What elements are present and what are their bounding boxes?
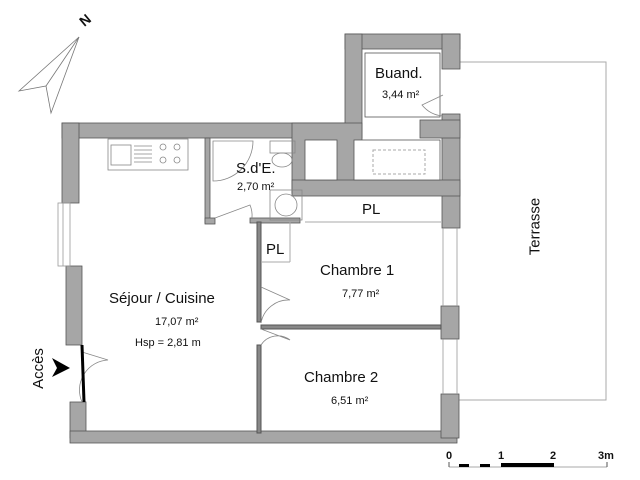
room-chambre2-area: 6,51 m² [331, 395, 369, 407]
scale-bar [448, 462, 608, 468]
room-chambre1-name: Chambre 1 [320, 262, 395, 279]
room-pl-1: PL [362, 201, 381, 218]
scale-tick-0: 0 [446, 450, 453, 462]
room-sde-area: 2,70 m² [237, 181, 275, 193]
toilet-icon [269, 140, 296, 154]
shower-icon [212, 140, 254, 182]
walls [61, 33, 461, 444]
room-sejour-name: Séjour / Cuisine [109, 290, 215, 307]
room-sde-name: S.d'E. [236, 160, 276, 177]
terrace-label: Terrasse [526, 197, 544, 256]
washer-placeholder [372, 149, 426, 175]
access-label: Accès [29, 348, 47, 389]
room-buanderie-name: Buand. [375, 65, 423, 82]
room-sejour-height: Hsp = 2,81 m [135, 337, 201, 349]
room-chambre2-name: Chambre 2 [304, 369, 379, 386]
room-sejour-area: 17,07 m² [155, 316, 199, 328]
kitchen-counter [107, 138, 189, 171]
scale-tick-2: 2 [550, 450, 557, 462]
north-arrow-icon [17, 36, 80, 115]
room-buanderie-area: 3,44 m² [382, 89, 420, 101]
terrace-outline [458, 61, 607, 401]
access-arrow-icon [52, 358, 70, 377]
scale-tick-1: 1 [498, 450, 505, 462]
entry-door[interactable] [80, 344, 86, 403]
scale-tick-3: 3m [598, 450, 614, 462]
sink-icon [274, 193, 298, 217]
room-pl-2: PL [266, 241, 285, 258]
room-chambre1-area: 7,77 m² [342, 288, 380, 300]
